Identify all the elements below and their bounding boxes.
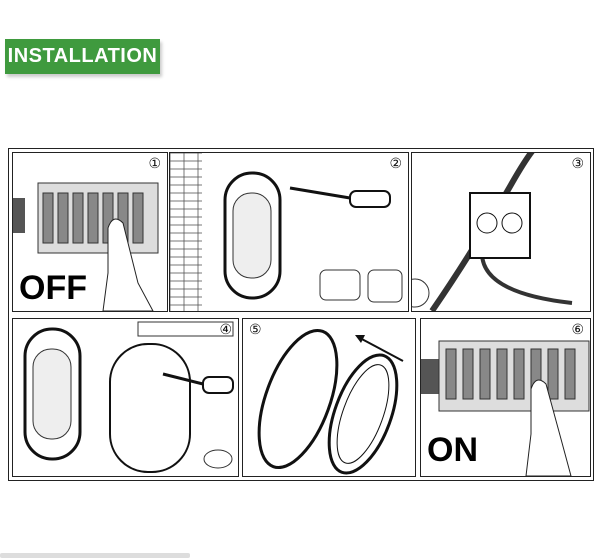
step-6-panel: ⑥ ON [420, 318, 591, 477]
installation-banner: INSTALLATION [5, 39, 160, 74]
step-3-panel: ③ [411, 152, 591, 312]
breaker-on-illustration [421, 340, 590, 476]
instructions-frame: ① OFF ② ③ [8, 148, 594, 481]
step-number: ① [148, 155, 161, 171]
mount-base-illustration [170, 153, 403, 311]
step-4-panel: ④ [12, 318, 239, 477]
step-number: ③ [571, 155, 584, 171]
step-number: ② [389, 155, 402, 171]
step-number: ⑥ [571, 321, 584, 337]
on-label: ON [427, 431, 478, 469]
connect-and-screw-illustration [23, 321, 234, 473]
step-2-panel: ② [169, 152, 409, 312]
attach-cover-illustration [257, 328, 404, 475]
step-5-panel: ⑤ [242, 318, 416, 477]
step-1-panel: ① OFF [12, 152, 168, 312]
bottom-bar [0, 553, 190, 558]
step-number: ④ [219, 321, 232, 337]
off-label: OFF [19, 269, 87, 307]
breaker-off-illustration [13, 182, 159, 311]
wiring-illustration [412, 153, 573, 311]
step-number: ⑤ [249, 321, 262, 337]
